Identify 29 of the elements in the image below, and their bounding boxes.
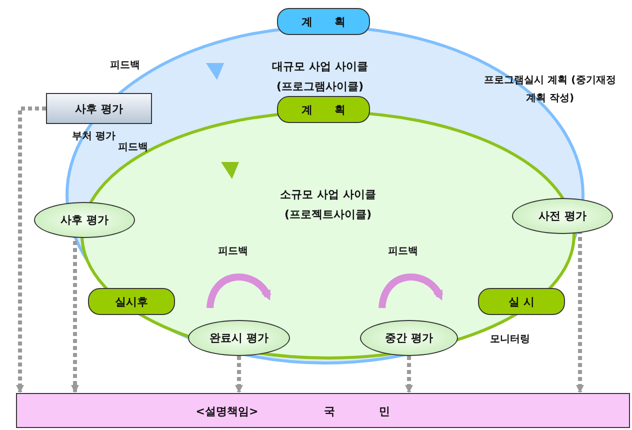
text-label: 피드백 <box>110 59 140 72</box>
text-label: 피드백 <box>388 245 418 258</box>
node-label: 사전 평가 <box>538 208 588 224</box>
bar-text: 국 민 <box>323 404 391 419</box>
phase-pill <box>478 288 565 315</box>
node-label: 사후 평가 <box>74 101 124 116</box>
node-label: 중간 평가 <box>384 330 434 346</box>
node-label: 실시후 <box>114 294 149 309</box>
arrow <box>405 356 413 393</box>
node-label: 완료시 평가 <box>208 330 270 346</box>
node-label: 계 획 <box>300 14 346 29</box>
bar-text: <설명책임> <box>194 404 260 419</box>
node-label: 사후 평가 <box>60 212 110 228</box>
cycle-title: 소규모 사업 사이클 (프로젝트사이클) <box>279 187 377 223</box>
text-label: 부처 평가 <box>72 130 116 143</box>
text-label: 피드백 <box>118 141 148 154</box>
phase-pill <box>88 288 175 315</box>
text-label: 모니터링 <box>490 333 530 346</box>
arrow <box>16 106 46 393</box>
node-label: 계 획 <box>300 102 346 117</box>
cycle-title: 대규모 사업 사이클 (프로그램사이클) <box>271 59 369 95</box>
plan-pill <box>277 8 370 35</box>
arrow <box>235 356 243 393</box>
text-label: 프로그램실시 계획 (중기재정 계획 작성) <box>483 74 617 106</box>
citizen-bar <box>16 393 630 428</box>
evaluation-box <box>46 93 152 124</box>
node-label: 실 시 <box>508 294 536 309</box>
text-label: 피드백 <box>218 245 248 258</box>
plan-pill <box>277 96 370 123</box>
